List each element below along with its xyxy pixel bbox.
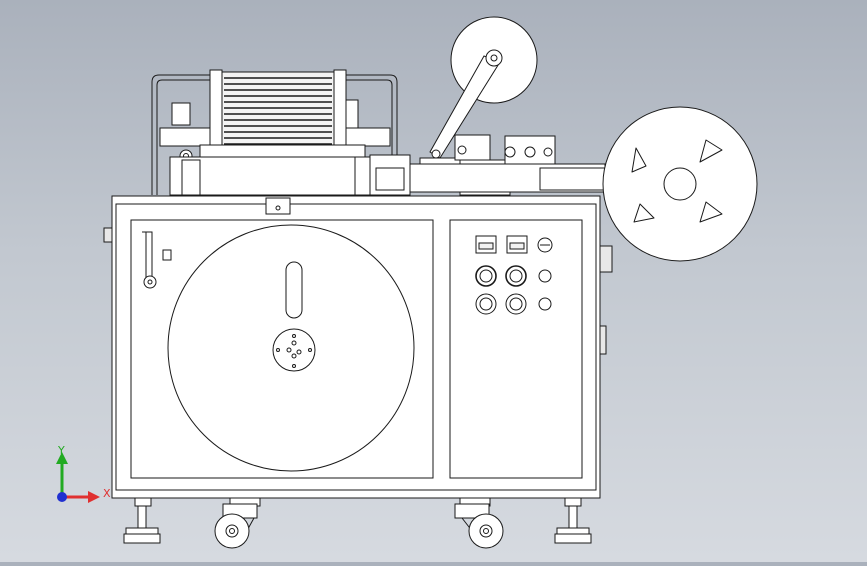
leveling-foot-right: [554, 505, 592, 544]
base-frame: [134, 497, 582, 507]
y-axis-label: Y: [57, 444, 65, 457]
y-axis-arrow: [56, 452, 68, 464]
control-panel: [449, 219, 583, 479]
caster-right: [454, 503, 504, 549]
side-reel: [602, 106, 758, 262]
caster-left: [214, 503, 258, 549]
leveling-foot-left: [123, 505, 161, 544]
x-axis-arrow: [88, 491, 100, 503]
coordinate-triad: Y X: [56, 444, 111, 503]
left-door-panel: [130, 219, 434, 479]
z-axis-dot: [57, 492, 67, 502]
upper-housing: [169, 156, 371, 196]
top-reel: [429, 16, 538, 159]
tape-stack-magazine: [159, 69, 391, 163]
x-axis-label: X: [103, 487, 111, 500]
top-frame-rails: [151, 74, 398, 195]
